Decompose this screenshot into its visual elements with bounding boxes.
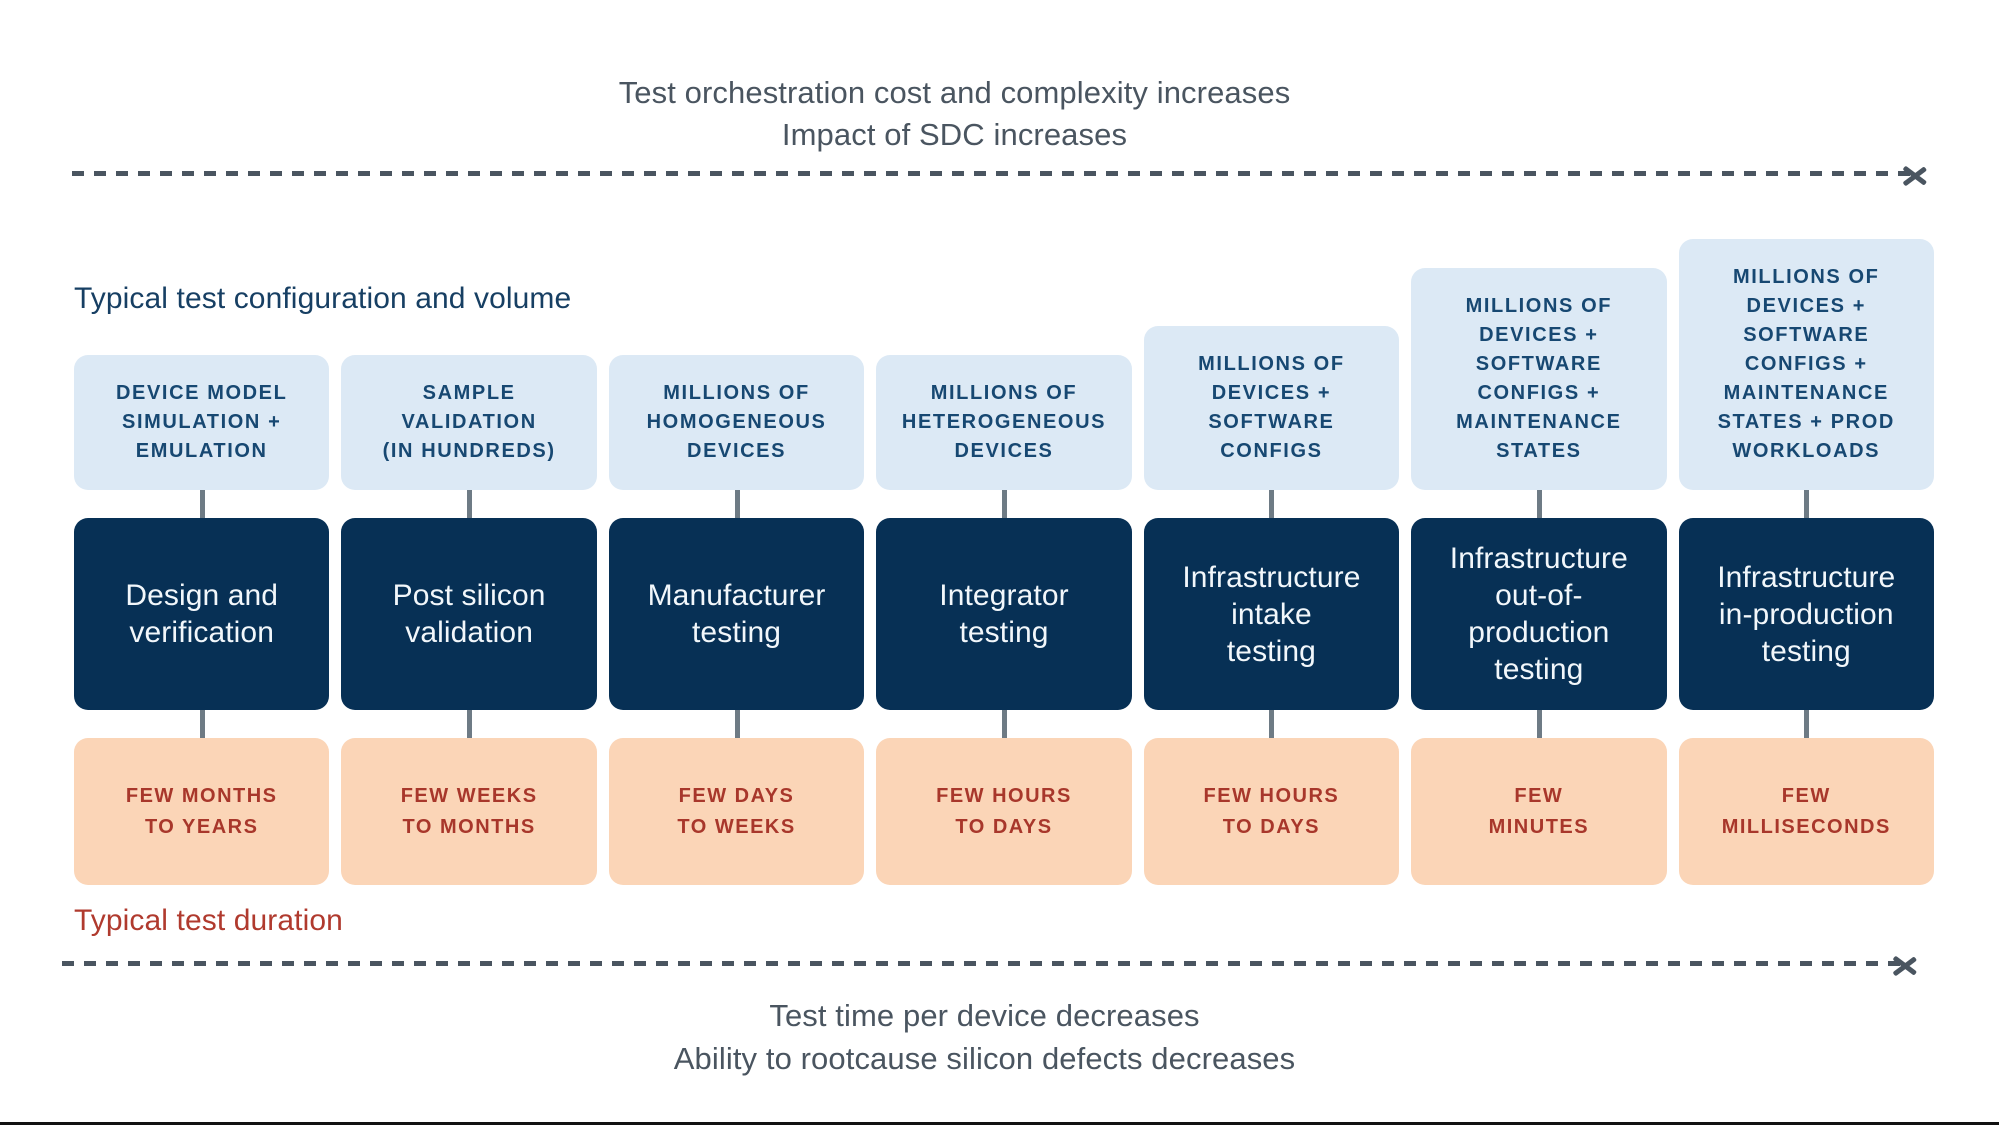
connector-line-bottom [1536,710,1542,738]
connector-line-bottom [1269,710,1275,738]
top-caption-block: Test orchestration cost and complexity i… [0,72,1999,156]
bottom-caption-block: Test time per device decreases Ability t… [0,994,1999,1080]
bottom-arrow-head-icon [1892,948,1923,979]
bottom-arrow-dashed-line [62,961,1900,966]
duration-row-label: Typical test duration [74,904,343,937]
connector-line-top [467,490,473,518]
connector-line-bottom [734,710,740,738]
connector-line-bottom [467,710,473,738]
connector-line-top [1269,490,1275,518]
connector-line-top [734,490,740,518]
connector-line-top [1001,490,1007,518]
connector-line-top [1536,490,1542,518]
top-arrow-head-icon [1902,158,1933,189]
top-caption-line-1: Test orchestration cost and complexity i… [618,75,1291,110]
top-progression-arrow [72,152,1938,194]
connector-line-bottom [1804,710,1810,738]
config-row-label: Typical test configuration and volume [74,282,572,315]
connector-line-bottom [1001,710,1007,738]
top-arrow-dashed-line [72,171,1910,176]
connector-line-bottom [199,710,205,738]
connector-line-top [199,490,205,518]
bottom-caption-line-2: Ability to rootcause silicon defects dec… [673,1041,1296,1076]
bottom-caption-line-1: Test time per device decreases [769,998,1200,1033]
top-caption-line-2: Impact of SDC increases [781,117,1128,152]
connector-line-top [1804,490,1810,518]
bottom-progression-arrow [62,942,1938,984]
